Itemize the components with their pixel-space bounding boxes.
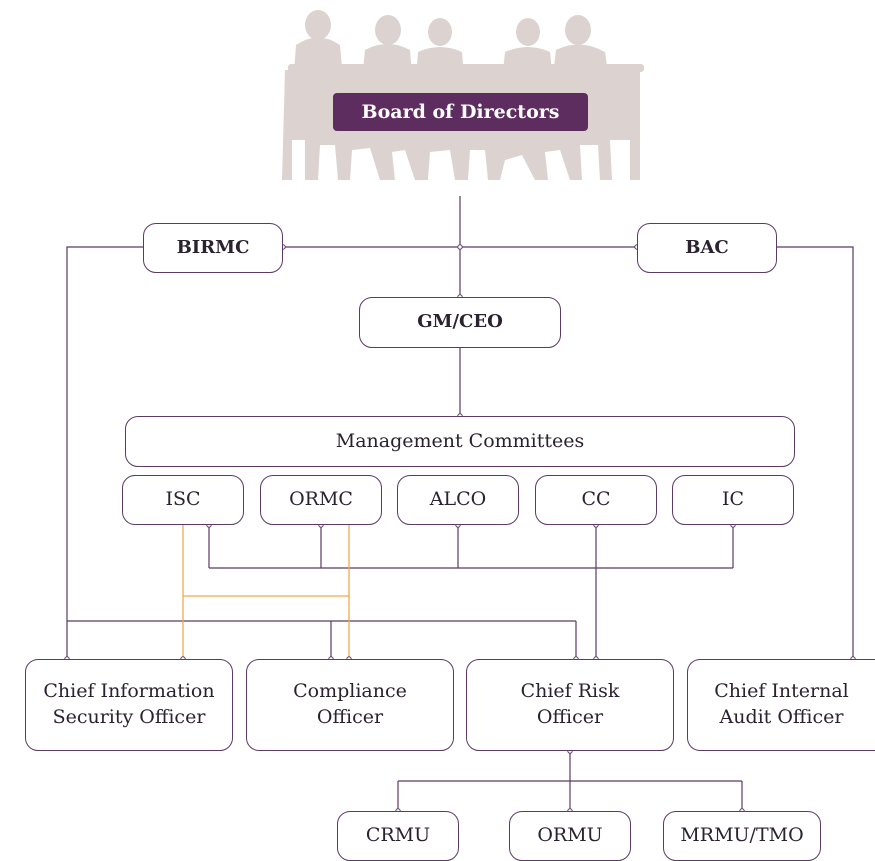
unit-crmu: CRMU: [337, 811, 459, 861]
committee-cc: CC: [535, 475, 657, 525]
committee-label: CC: [581, 488, 611, 511]
gm-ceo-box: GM/CEO: [359, 297, 561, 348]
officer-label: Compliance Officer: [293, 680, 407, 728]
management-committees-box: Management Committees: [125, 416, 795, 467]
officer-compliance: Compliance Officer: [246, 659, 454, 751]
birmc-box: BIRMC: [143, 223, 283, 273]
officer-cro: Chief Risk Officer: [466, 659, 674, 751]
committee-ormc: ORMC: [260, 475, 382, 525]
purple-connectors: [66, 196, 854, 811]
orange-connectors: [182, 525, 350, 659]
committee-label: IC: [721, 488, 745, 511]
committee-label: ORMC: [289, 488, 353, 511]
unit-label: MRMU/TMO: [680, 824, 804, 847]
gm-ceo-label: GM/CEO: [417, 311, 503, 333]
officer-label: Chief Risk Officer: [520, 680, 620, 728]
unit-label: CRMU: [365, 824, 431, 847]
committee-ic: IC: [672, 475, 794, 525]
committee-label: ISC: [165, 488, 201, 511]
officer-label: Chief Internal Audit Officer: [714, 680, 849, 728]
officer-ciao: Chief Internal Audit Officer: [687, 659, 875, 751]
committee-label: ALCO: [429, 488, 487, 511]
unit-label: ORMU: [537, 824, 603, 847]
officer-ciso: Chief Information Security Officer: [25, 659, 233, 751]
bac-label: BAC: [685, 236, 729, 258]
board-of-directors-label: Board of Directors: [333, 93, 588, 131]
bac-box: BAC: [637, 223, 777, 273]
committee-isc: ISC: [122, 475, 244, 525]
officer-label: Chief Information Security Officer: [43, 680, 215, 728]
unit-mrmu-tmo: MRMU/TMO: [663, 811, 821, 861]
birmc-label: BIRMC: [176, 236, 250, 258]
unit-ormu: ORMU: [509, 811, 631, 861]
committee-alco: ALCO: [397, 475, 519, 525]
management-committees-label: Management Committees: [335, 429, 585, 452]
